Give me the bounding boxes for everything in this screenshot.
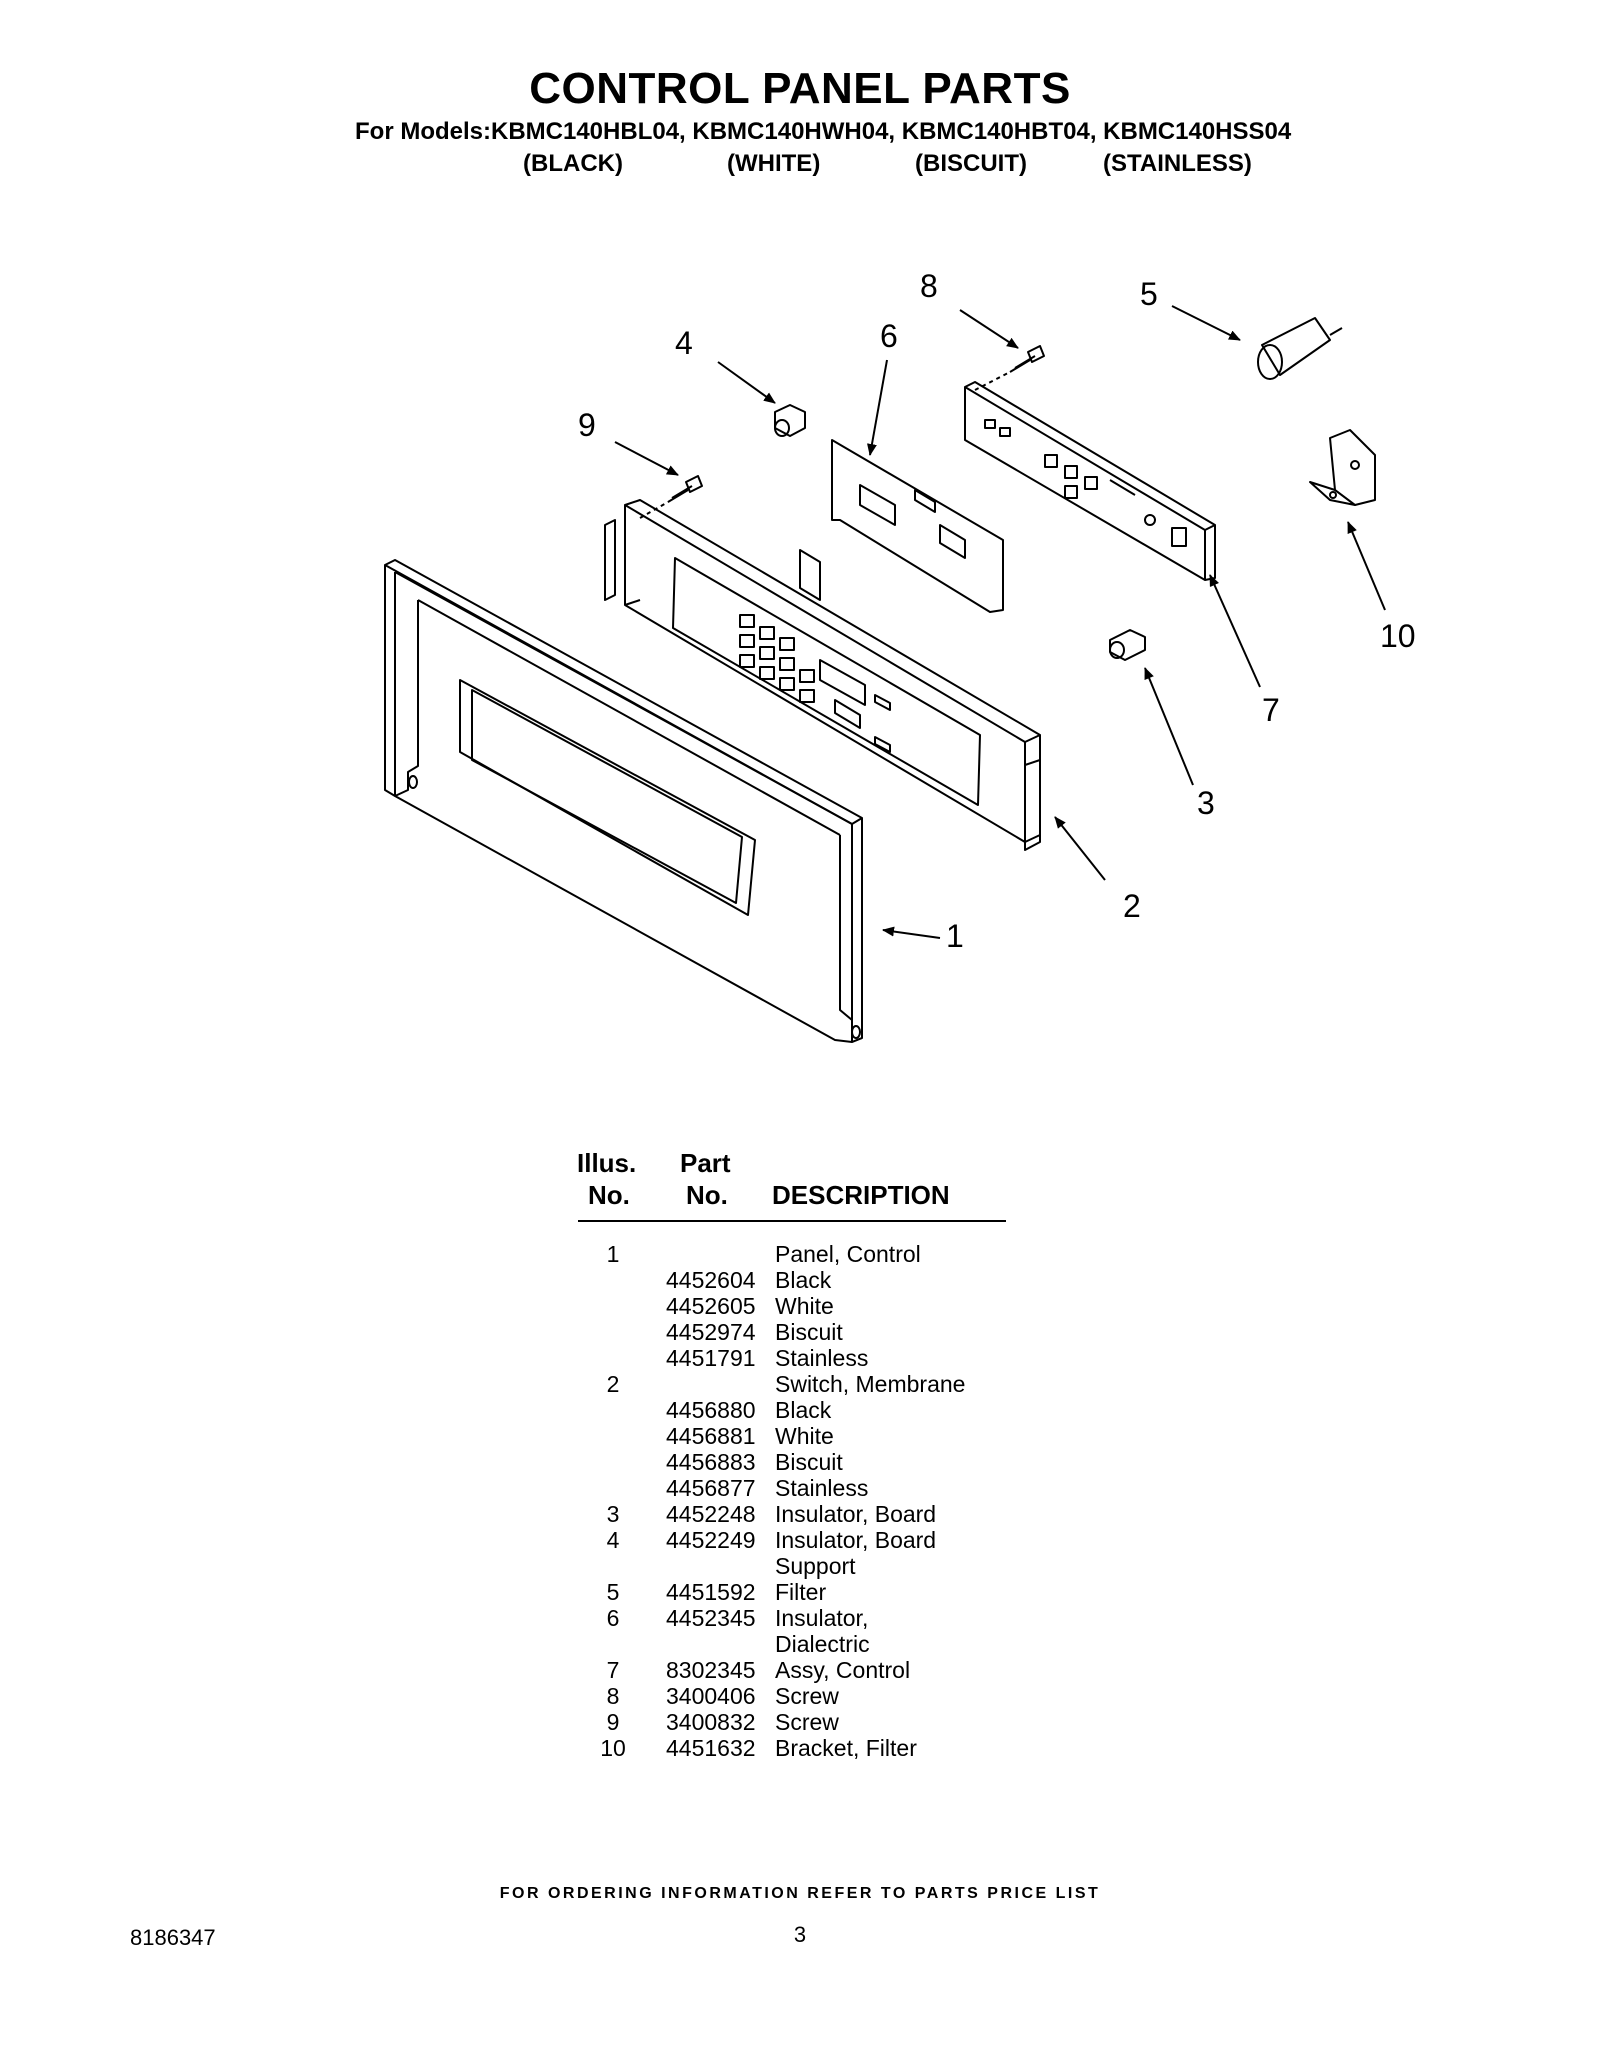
exploded-parts-diagram: [384, 305, 1386, 1043]
color-white: (WHITE): [727, 150, 821, 177]
insulator-dialectric-part: [831, 439, 1004, 613]
header-illus-line1: Illus.: [577, 1148, 637, 1178]
header-rule: [578, 1220, 1006, 1222]
part-description: Panel, Control: [775, 1241, 921, 1267]
models-line: For Models:KBMC140HBL04, KBMC140HWH04, K…: [355, 118, 1292, 145]
board-support-insulator-part: [774, 404, 806, 437]
part-no: 4452605: [666, 1293, 756, 1319]
illus-no: 3: [606, 1501, 620, 1527]
illus-no: 7: [606, 1657, 620, 1683]
illus-no: 4: [606, 1527, 620, 1553]
part-description: White: [775, 1293, 834, 1319]
part-no: 8302345: [666, 1657, 756, 1683]
color-biscuit: (BISCUIT): [915, 150, 1027, 177]
part-no: 4456877: [666, 1475, 756, 1501]
illus-no: 2: [606, 1371, 620, 1397]
illus-no: 9: [606, 1709, 620, 1735]
callout-6: 6: [880, 318, 898, 354]
callout-9: 9: [578, 407, 596, 443]
illus-no: 8: [606, 1683, 620, 1709]
screw-9-part: [639, 475, 703, 519]
callout-7: 7: [1262, 692, 1280, 728]
board-insulator-part: [1109, 629, 1146, 661]
page-title: CONTROL PANEL PARTS: [529, 64, 1071, 113]
filter-bracket-part: [1309, 429, 1376, 506]
part-description: Bracket, Filter: [775, 1735, 917, 1761]
callout-5: 5: [1140, 276, 1158, 312]
callout-10: 10: [1380, 618, 1416, 654]
header-part-line1: Part: [680, 1148, 731, 1178]
part-no: 4452345: [666, 1605, 756, 1631]
part-description: Biscuit: [775, 1449, 843, 1475]
ordering-note: FOR ORDERING INFORMATION REFER TO PARTS …: [499, 1885, 1101, 1902]
callout-8: 8: [920, 268, 938, 304]
callout-arrows: [614, 305, 1386, 939]
document-number: 8186347: [130, 1925, 216, 1950]
part-description: White: [775, 1423, 834, 1449]
illus-no: 5: [606, 1579, 620, 1605]
part-no: 4456880: [666, 1397, 756, 1423]
part-no: 3400406: [666, 1683, 756, 1709]
part-description: Black: [775, 1267, 832, 1293]
part-no: 4456881: [666, 1423, 756, 1449]
illus-no: 10: [600, 1735, 626, 1761]
header-part-line2: No.: [686, 1180, 728, 1210]
part-description: Screw: [775, 1683, 839, 1709]
callout-1: 1: [946, 918, 964, 954]
part-description: Support: [775, 1553, 856, 1579]
part-description: Dialectric: [775, 1631, 870, 1657]
part-no: 4452604: [666, 1267, 756, 1293]
part-description: Filter: [775, 1579, 827, 1605]
callout-3: 3: [1197, 785, 1215, 821]
part-no: 4451791: [666, 1345, 756, 1371]
header-illus-line2: No.: [588, 1180, 630, 1210]
part-no: 4452248: [666, 1501, 756, 1527]
page-number: 3: [793, 1922, 807, 1947]
filter-part: [1257, 317, 1343, 380]
illus-no: 1: [606, 1241, 620, 1267]
control-assembly-part: [964, 381, 1216, 581]
part-description: Screw: [775, 1709, 839, 1735]
screw-8-part: [974, 345, 1045, 391]
part-no: 4451592: [666, 1579, 756, 1605]
part-description: Black: [775, 1397, 832, 1423]
part-description: Stainless: [775, 1475, 869, 1501]
callout-4: 4: [675, 325, 693, 361]
header-description: DESCRIPTION: [772, 1180, 950, 1210]
part-no: 4451632: [666, 1735, 756, 1761]
illus-no: 6: [606, 1605, 620, 1631]
callout-2: 2: [1123, 888, 1141, 924]
color-black: (BLACK): [523, 150, 623, 177]
part-no: 4452249: [666, 1527, 756, 1553]
membrane-switch-part: [604, 499, 1041, 851]
part-description: Insulator,: [775, 1605, 869, 1631]
control-panel-part: [384, 559, 863, 1043]
color-stainless: (STAINLESS): [1103, 150, 1252, 177]
part-description: Biscuit: [775, 1319, 843, 1345]
part-no: 4456883: [666, 1449, 756, 1475]
part-description: Assy, Control: [775, 1657, 911, 1683]
part-description: Switch, Membrane: [775, 1371, 966, 1397]
part-description: Stainless: [775, 1345, 869, 1371]
part-no: 4452974: [666, 1319, 756, 1345]
part-no: 3400832: [666, 1709, 756, 1735]
part-description: Insulator, Board: [775, 1501, 937, 1527]
part-description: Insulator, Board: [775, 1527, 937, 1553]
